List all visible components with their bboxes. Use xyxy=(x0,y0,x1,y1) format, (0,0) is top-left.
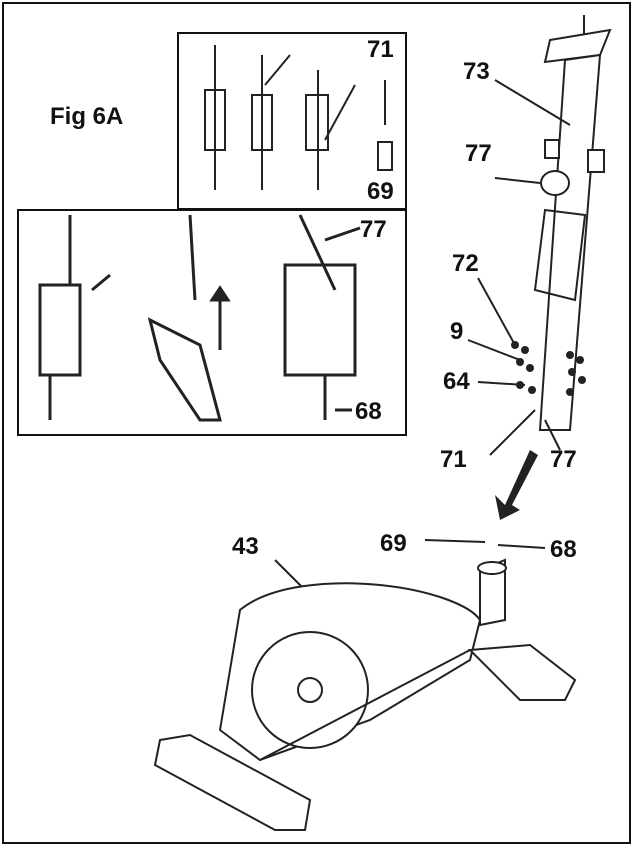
label-64: 64 xyxy=(443,368,470,395)
down-arrow xyxy=(495,450,538,520)
label-71-bottom: 71 xyxy=(440,446,467,473)
bolt-marks xyxy=(511,341,586,396)
cable-sketches xyxy=(38,214,361,422)
label-77-inset: 77 xyxy=(360,216,387,243)
connector-sketches xyxy=(204,45,393,190)
label-71-inset: 71 xyxy=(367,36,394,63)
cable-inset-box xyxy=(17,209,407,436)
label-68-inset: 68 xyxy=(355,398,382,425)
label-77-bottom: 77 xyxy=(550,446,577,473)
label-43: 43 xyxy=(232,533,259,560)
elliptical-base xyxy=(153,558,577,831)
label-69-inset: 69 xyxy=(367,178,394,205)
label-77-top: 77 xyxy=(465,140,492,167)
figure-title: Fig 6A xyxy=(50,103,124,130)
upright-tube xyxy=(533,15,612,431)
label-73: 73 xyxy=(463,58,490,85)
label-69-bottom: 69 xyxy=(380,530,407,557)
label-9: 9 xyxy=(450,318,464,345)
label-68-bottom: 68 xyxy=(550,536,577,563)
label-72: 72 xyxy=(452,250,479,277)
